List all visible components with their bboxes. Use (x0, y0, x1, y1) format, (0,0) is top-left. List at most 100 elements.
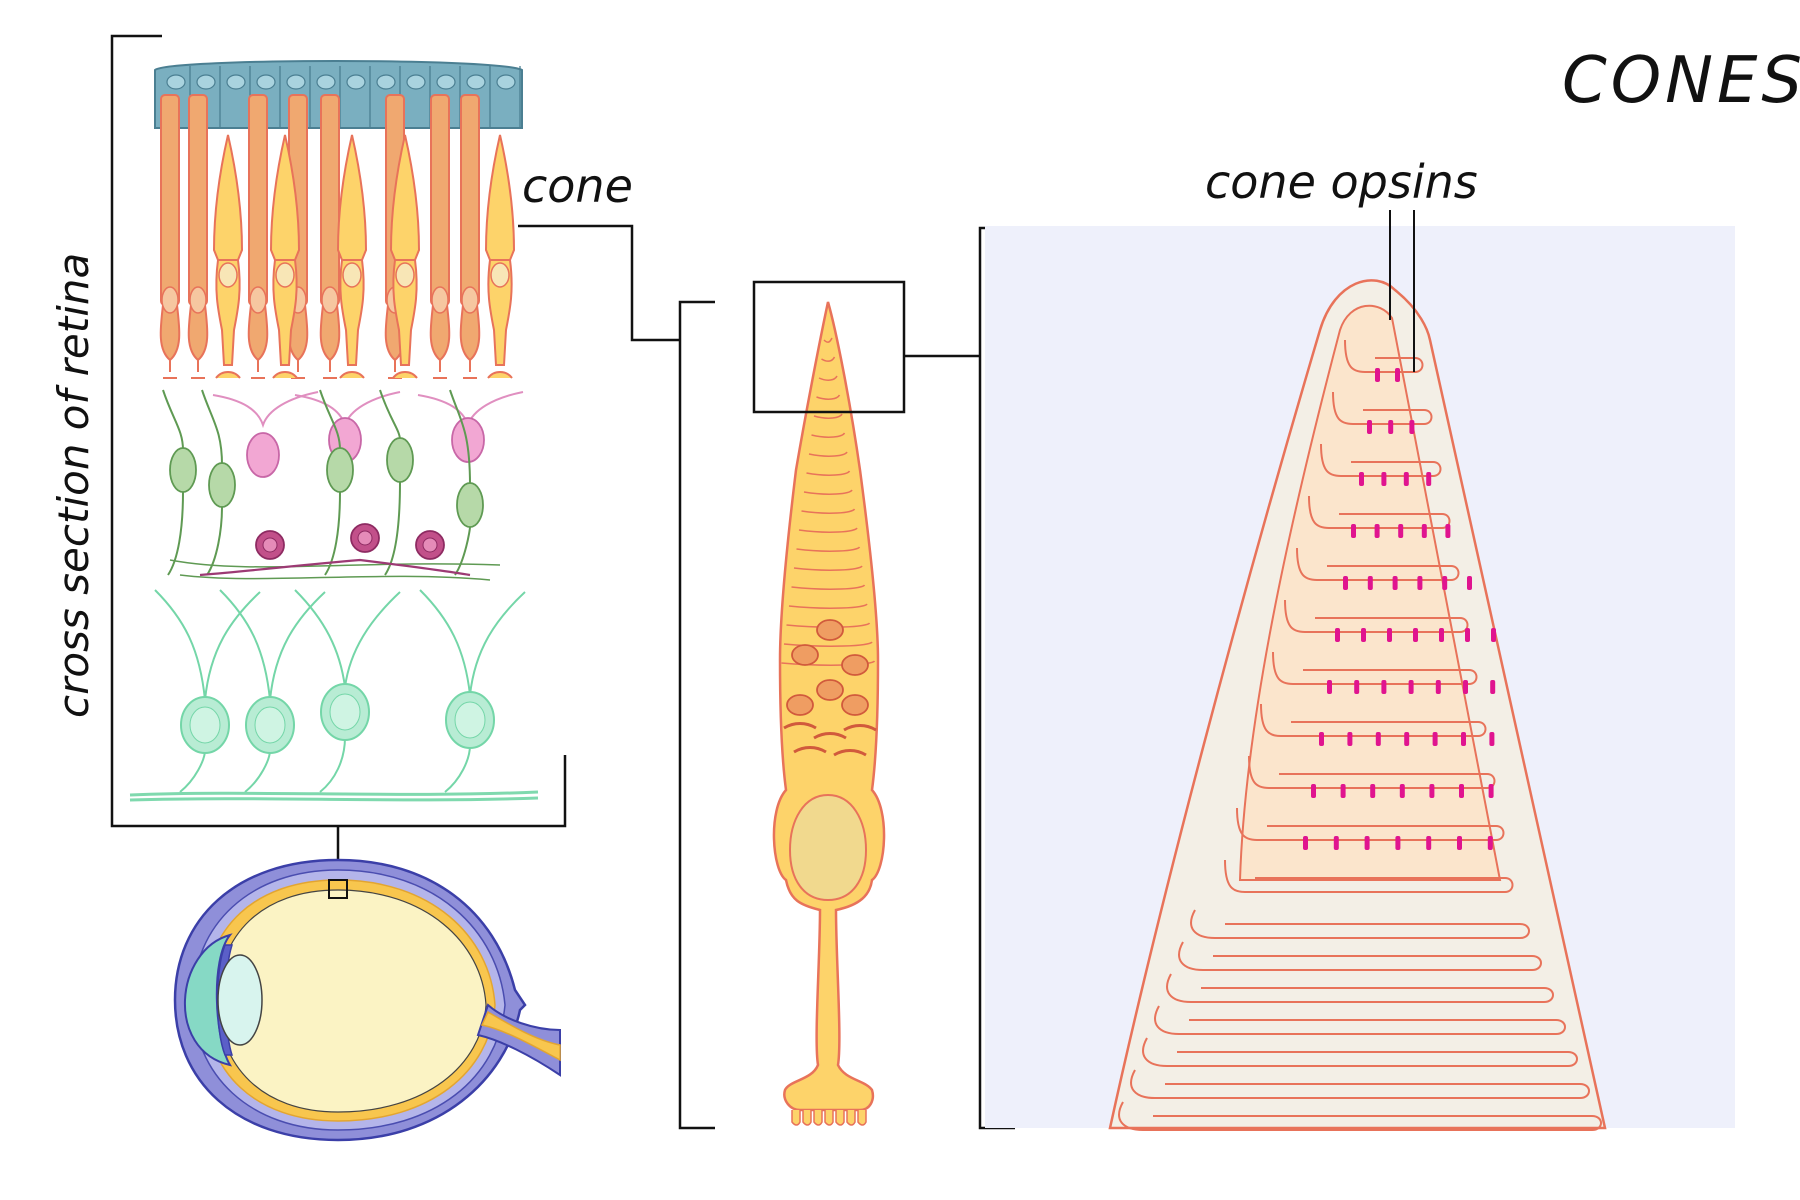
bipolar-cell-layer (162, 389, 501, 581)
cone-outer-segment (336, 134, 368, 261)
cone-disc-fold (798, 527, 858, 533)
bipolar-cell-body (386, 437, 414, 483)
cone-pedicle (487, 371, 513, 379)
horizontal-cell-layer (212, 391, 524, 478)
rod-nucleus (461, 286, 479, 314)
opsin-mark (1404, 732, 1410, 746)
rod-terminal (323, 360, 337, 379)
opsin-mark (1459, 784, 1464, 798)
synaptic-foot (824, 1110, 834, 1126)
cone-nucleus (342, 262, 362, 288)
opsin-mark (1374, 524, 1380, 538)
synaptic-foot (802, 1110, 812, 1126)
bipolar-process (162, 389, 184, 576)
horizontal-cell-body (246, 432, 280, 478)
cone-disc-fold (823, 337, 833, 343)
opsin-mark (1388, 420, 1394, 434)
golgi-stack (813, 732, 847, 740)
ganglion-nucleus (454, 701, 486, 739)
opsin-mark (1429, 784, 1435, 798)
ganglion-process (294, 589, 401, 793)
eye-lens (217, 954, 263, 1046)
bipolar-cell-body (208, 462, 236, 508)
opsin-mark (1465, 628, 1470, 642)
ganglion-nucleus (189, 706, 221, 744)
rod-segment (160, 94, 180, 306)
disc-fold (1284, 599, 1469, 633)
opsin-mark (1467, 576, 1472, 590)
mitochondrion (816, 679, 844, 701)
amacrine-processes (199, 558, 471, 577)
ganglion-nucleus (254, 706, 286, 744)
synaptic-foot (846, 1110, 856, 1126)
cone-disc-fold (803, 489, 853, 495)
ganglion-nucleus (329, 693, 361, 731)
horizontal-dendrite (212, 391, 319, 429)
disc-fold (1308, 495, 1451, 529)
opsin-mark (1381, 472, 1387, 486)
cone-inner-segment (487, 259, 513, 366)
disc-fold (1236, 807, 1505, 841)
cone-opsins (1303, 368, 1496, 850)
cone-nucleus (490, 262, 510, 288)
rpe-nucleus (436, 74, 456, 90)
base-disc-fold (1142, 1037, 1578, 1067)
nerve-fiber-layer (129, 790, 539, 802)
retina-bracket (110, 34, 567, 828)
opsin-mark (1351, 524, 1356, 538)
rod-nucleus (161, 286, 179, 314)
cone-outer-segment (484, 134, 516, 261)
cone-cell-synaptic-terminal (791, 1110, 867, 1126)
opsin-mark (1461, 732, 1466, 746)
cone-disc-fold (788, 603, 868, 609)
opsin-mark (1409, 420, 1415, 434)
opsin-mark (1370, 784, 1376, 798)
opsin-mark (1367, 576, 1373, 590)
diagram-title: CONES (1562, 44, 1800, 118)
opsin-mark (1364, 836, 1370, 850)
opsin-mark (1403, 472, 1409, 486)
disc-fold (1224, 859, 1514, 893)
opsin-mark (1327, 680, 1332, 694)
opsin-mark (1413, 628, 1418, 642)
disc-fold (1260, 703, 1487, 737)
opsin-mark (1387, 628, 1392, 642)
cone-cell-mitochondria (783, 619, 877, 757)
opsin-mark (1375, 732, 1381, 746)
opsin-mark (1432, 732, 1438, 746)
cone-cell-bracket (678, 300, 715, 1130)
opsin-mark (1333, 836, 1339, 850)
rpe-nucleus (406, 74, 426, 90)
cone-nucleus (218, 262, 238, 288)
opsin-mark (1435, 680, 1441, 694)
rpe-nucleus (196, 74, 216, 90)
rod-terminal (163, 360, 177, 379)
cone-disc-fold (813, 413, 843, 419)
opsin-mark (1395, 368, 1400, 382)
inner-plexiform-fibers (169, 559, 501, 581)
eye-illustration (173, 826, 561, 1142)
opsin-mark (1439, 628, 1444, 642)
cone-cell-discs (781, 337, 876, 666)
synaptic-foot (791, 1110, 801, 1126)
mitochondrion (841, 654, 869, 676)
opsin-mark (1426, 836, 1432, 850)
ganglion-process (219, 589, 326, 793)
base-disc-fold (1118, 1101, 1602, 1131)
opsin-mark (1381, 680, 1387, 694)
opsin-mark (1488, 784, 1494, 798)
synaptic-foot (857, 1110, 867, 1126)
cone-cell (678, 280, 980, 1130)
ganglion-cell-layer (154, 589, 526, 793)
opsin-mark (1489, 732, 1495, 746)
opsin-mark (1408, 680, 1414, 694)
base-disc-fold (1130, 1069, 1590, 1099)
rpe-nucleus (466, 74, 486, 90)
rod-nucleus (321, 286, 339, 314)
mitochondrion (786, 694, 814, 716)
opsin-mark (1398, 524, 1404, 538)
cone-disc-fold (791, 584, 866, 590)
optic-nerve-core (480, 1010, 561, 1062)
opsin-mark (1361, 628, 1366, 642)
opsin-mark (1347, 732, 1353, 746)
